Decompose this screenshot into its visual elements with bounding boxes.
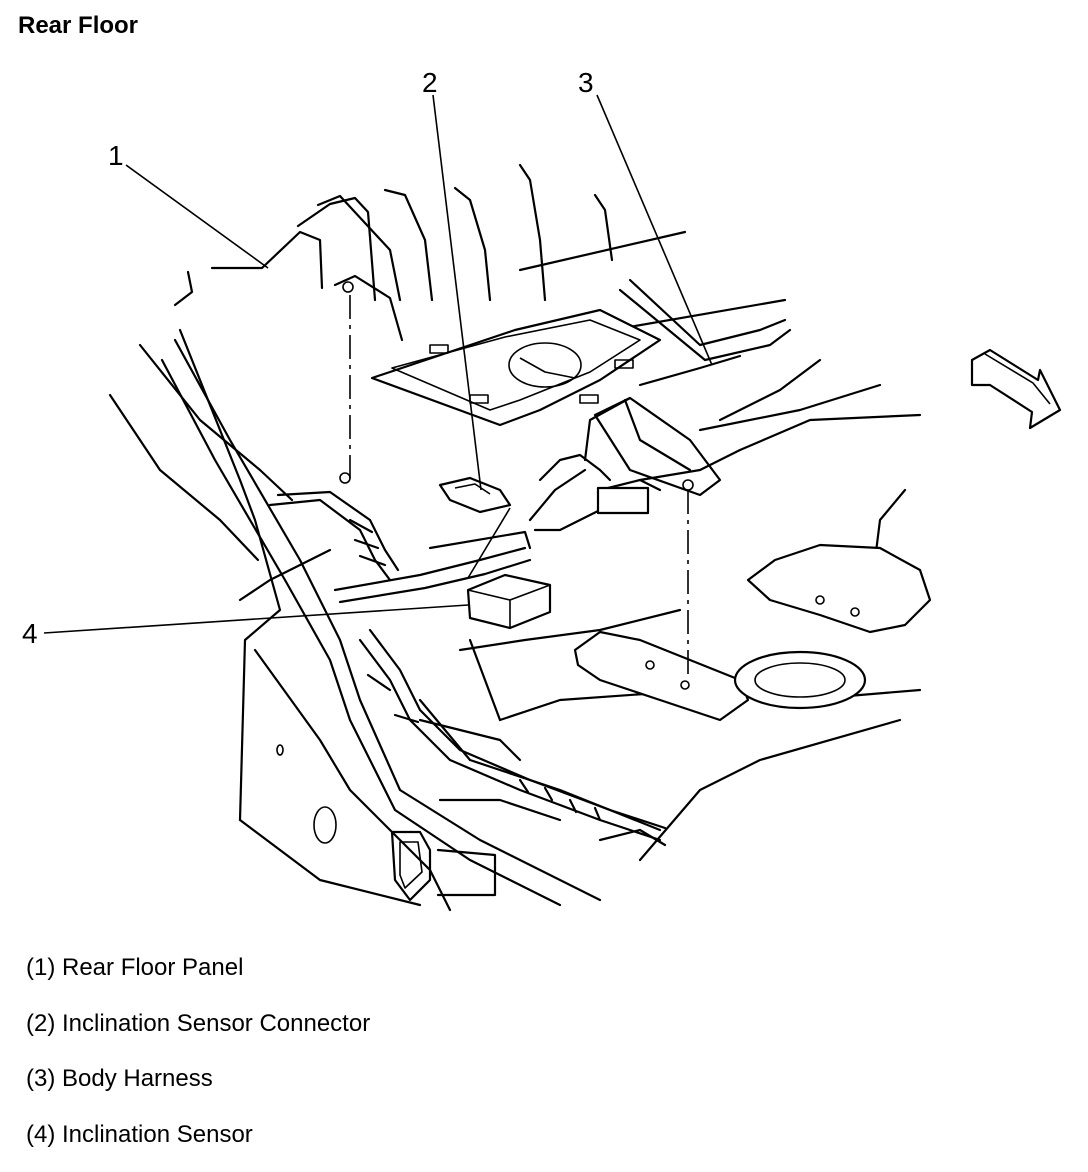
leader-lines (43, 94, 713, 634)
forward-arrow-icon (970, 348, 1062, 430)
sensor-bracket (333, 274, 722, 497)
legend: (1) Rear Floor Panel (2) Inclination Sen… (26, 950, 370, 1172)
callout-3: 3 (578, 67, 594, 98)
rear-floor-diagram: 1 2 3 4 (22, 67, 1062, 912)
callout-2: 2 (422, 67, 438, 98)
body-harness (268, 278, 792, 842)
legend-item-inclination-sensor: (4) Inclination Sensor (26, 1120, 253, 1148)
legend-item-inclination-sensor-connector: (2) Inclination Sensor Connector (26, 1009, 371, 1037)
alignment-lines (349, 295, 689, 680)
legend-item-body-harness: (3) Body Harness (26, 1065, 213, 1092)
inclination-sensor (466, 573, 552, 630)
inclination-sensor-connector (438, 476, 512, 514)
frame-rail (276, 744, 667, 902)
floor-pads (339, 472, 932, 722)
callout-4: 4 (22, 618, 38, 649)
legend-item-rear-floor-panel: (1) Rear Floor Panel (26, 954, 244, 981)
diagram-title: Rear Floor (18, 12, 139, 39)
callout-1: 1 (108, 140, 124, 171)
rear-floor-panel (108, 163, 922, 912)
